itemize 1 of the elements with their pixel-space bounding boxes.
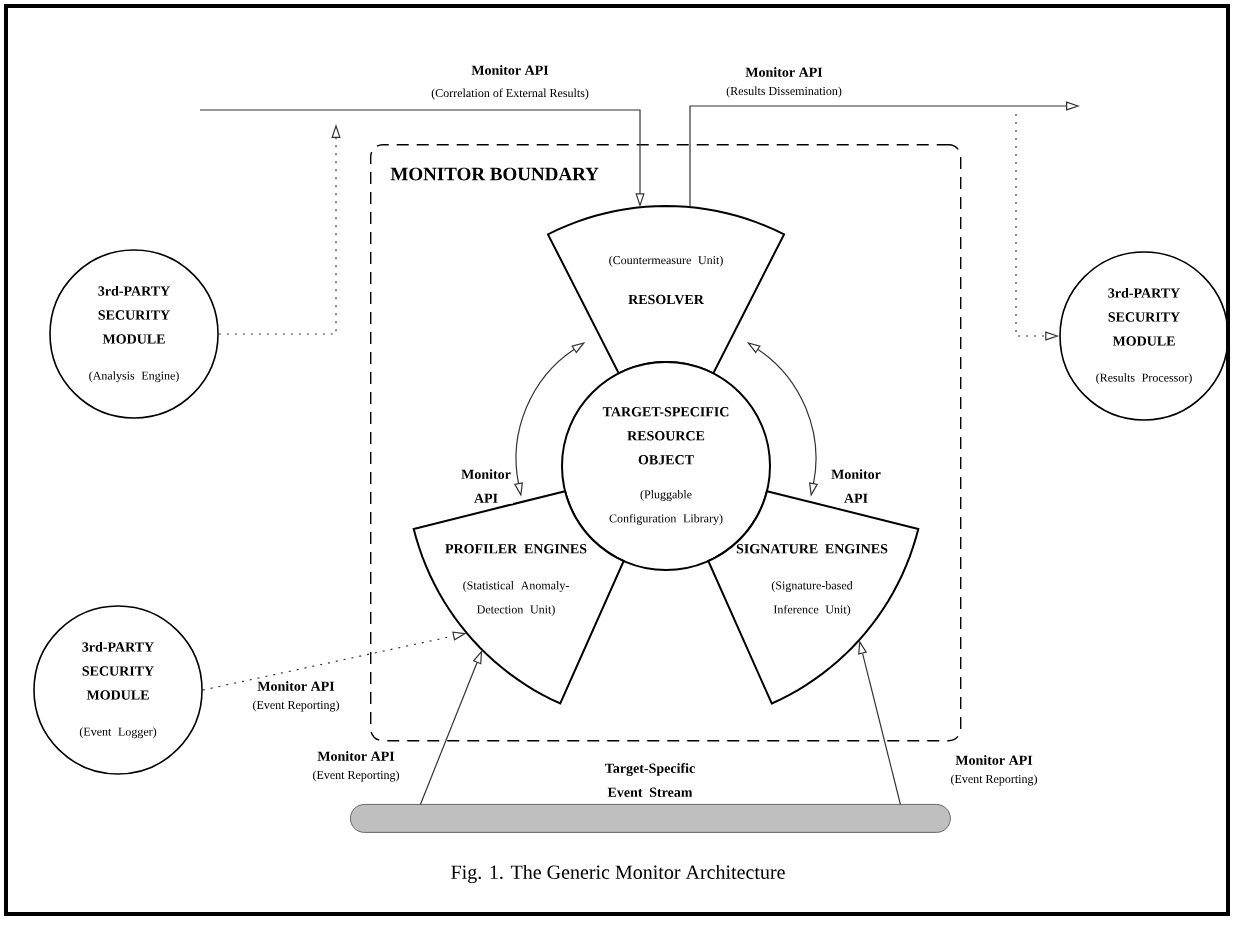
caption: Fig. 1. The Generic Monitor Architecture xyxy=(451,864,785,884)
